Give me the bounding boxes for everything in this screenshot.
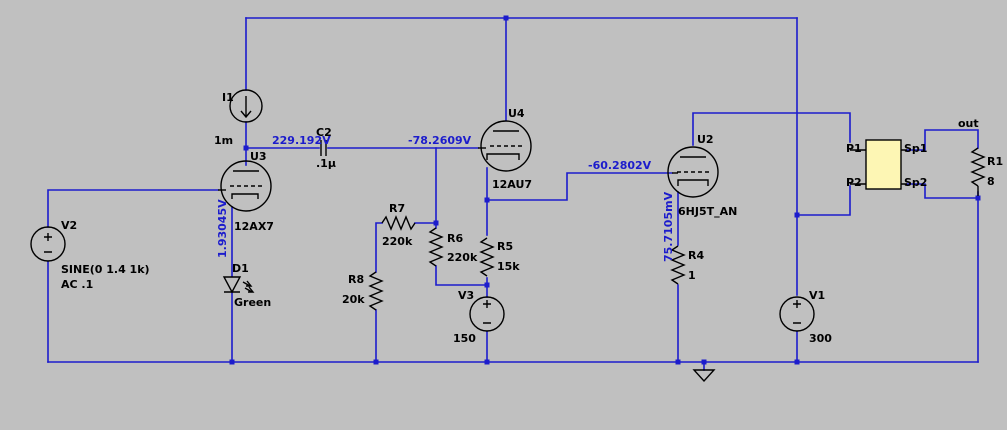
label-r6-value: 220k: [447, 251, 478, 264]
label-v2-value-line2: AC .1: [61, 278, 93, 291]
label-d1-ref: D1: [232, 262, 249, 275]
label-r7-ref: R7: [389, 202, 405, 215]
wire-u2-plate: [692, 112, 851, 146]
voltage-annotations: 229.192V -78.2609V -60.2802V 1.93045V 75…: [216, 134, 675, 262]
led-d1[interactable]: [222, 276, 255, 294]
voltage-source-v1[interactable]: [779, 296, 815, 332]
label-u4-ref: U4: [508, 107, 525, 120]
junctions: [229, 15, 981, 365]
label-transformer-sp1: Sp1: [904, 142, 927, 155]
label-transformer-p1: P1: [846, 142, 862, 155]
label-c2-value: .1µ: [316, 157, 336, 170]
wire-r6-bottom: [435, 265, 488, 286]
junction-dot: [794, 212, 800, 218]
junction-dot: [433, 220, 439, 226]
label-r4-ref: R4: [688, 249, 704, 262]
junction-dot: [484, 359, 490, 365]
triode-u4[interactable]: [478, 120, 532, 172]
junction-dot: [701, 359, 707, 365]
label-r1-value: 8: [987, 175, 995, 188]
triode-u2[interactable]: [667, 146, 719, 198]
current-source-i1[interactable]: [229, 89, 263, 123]
voltage-u2-cathode: 75.7105mV: [662, 191, 675, 262]
voltage-u3-cathode: 1.93045V: [216, 199, 229, 258]
label-v2-ref: V2: [61, 219, 77, 232]
wire-u4-to-u2-grid: [486, 172, 673, 201]
component-labels: I1 1m U3 12AX7 U4 12AU7 U2 6HJ5T_AN C2 .…: [61, 91, 1003, 345]
wire-v1-to-p2: [796, 185, 851, 216]
label-i1-value: 1m: [214, 134, 233, 147]
label-i1-ref: I1: [222, 91, 234, 104]
junction-dot: [675, 359, 681, 365]
label-u2-value: 6HJ5T_AN: [678, 205, 737, 218]
label-r6-ref: R6: [447, 232, 463, 245]
wire-v2-to-u3-grid: [47, 189, 219, 228]
label-u3-value: 12AX7: [234, 220, 274, 233]
junction-dot: [484, 197, 490, 203]
junction-dot: [975, 195, 981, 201]
voltage-u3-plate: 229.192V: [272, 134, 331, 147]
resistor-r6[interactable]: [428, 227, 444, 267]
junction-dot: [229, 359, 235, 365]
label-r5-ref: R5: [497, 240, 513, 253]
wires: [47, 17, 979, 371]
junction-dot: [794, 359, 800, 365]
junction-dot: [373, 359, 379, 365]
label-v1-value: 300: [809, 332, 832, 345]
capacitor-c2[interactable]: [320, 140, 327, 156]
label-v2-value-line1: SINE(0 1.4 1k): [61, 263, 150, 276]
label-r4-value: 1: [688, 269, 696, 282]
label-transformer-sp2: Sp2: [904, 176, 927, 189]
label-c2-ref: C2: [316, 126, 332, 139]
label-v1-ref: V1: [809, 289, 825, 302]
label-r8-value: 20k: [342, 293, 365, 306]
label-r5-value: 15k: [497, 260, 520, 273]
junction-dot: [484, 282, 490, 288]
label-v3-ref: V3: [458, 289, 474, 302]
triode-u3[interactable]: [218, 160, 272, 212]
voltage-source-v2[interactable]: [30, 226, 66, 262]
wire-sp1: [906, 129, 979, 151]
resistor-r8[interactable]: [368, 271, 384, 311]
label-u4-value: 12AU7: [492, 178, 532, 191]
label-u2-ref: U2: [697, 133, 714, 146]
wire-sp2: [906, 183, 979, 199]
net-label-out: out: [958, 117, 979, 130]
junction-dot: [243, 145, 249, 151]
resistor-r7[interactable]: [381, 215, 416, 231]
wire-r7-left: [375, 222, 383, 273]
resistor-r1[interactable]: [970, 147, 986, 196]
resistor-r5[interactable]: [479, 237, 495, 277]
label-u3-ref: U3: [250, 150, 267, 163]
voltage-source-v3[interactable]: [469, 296, 505, 332]
ground-icon: [692, 369, 716, 383]
label-r1-ref: R1: [987, 155, 1003, 168]
label-r7-value: 220k: [382, 235, 413, 248]
label-d1-value: Green: [234, 296, 271, 309]
label-v3-value: 150: [453, 332, 476, 345]
voltage-u4-grid: -78.2609V: [408, 134, 472, 147]
label-transformer-p2: P2: [846, 176, 862, 189]
voltage-u2-grid: -60.2802V: [588, 159, 652, 172]
junction-dot: [503, 15, 509, 21]
label-r8-ref: R8: [348, 273, 364, 286]
resistor-r4[interactable]: [670, 245, 686, 285]
output-transformer[interactable]: [850, 139, 907, 190]
